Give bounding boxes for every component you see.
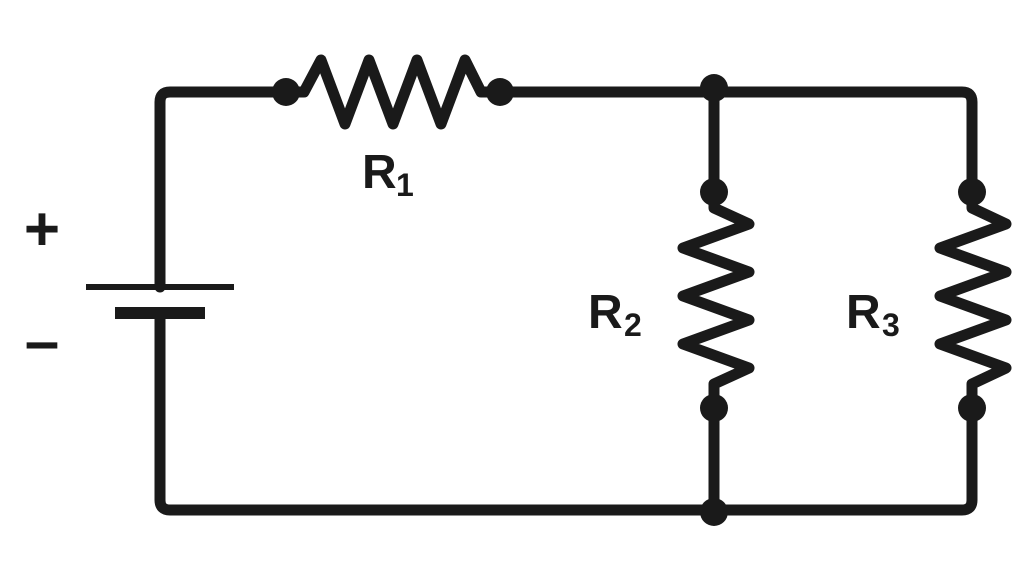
wire-top-right — [494, 86, 978, 198]
label-r1-subscript: 1 — [396, 167, 414, 203]
wire-r3-bottom — [708, 402, 978, 516]
wire-left-top — [154, 86, 292, 293]
label-r1-letter: R — [362, 146, 397, 199]
label-r2: R 2 — [588, 286, 642, 343]
r2-top-terminal-dot — [700, 178, 728, 206]
r3-top-terminal-dot — [958, 178, 986, 206]
label-r1: R 1 — [362, 146, 414, 203]
label-r2-letter: R — [588, 286, 623, 339]
bottom-junction-dot — [700, 498, 728, 526]
wire-left-bottom — [154, 307, 720, 516]
label-r3: R 3 — [846, 286, 900, 343]
battery-negative-symbol: – — [25, 307, 59, 376]
battery — [86, 284, 234, 319]
r3-bottom-terminal-dot — [958, 394, 986, 422]
resistor-r2 — [677, 186, 755, 414]
r1-right-terminal-dot — [486, 78, 514, 106]
battery-positive-symbol: + — [24, 195, 60, 264]
r1-left-terminal-dot — [272, 78, 300, 106]
resistor-r1 — [280, 54, 506, 130]
label-r2-subscript: 2 — [624, 307, 642, 343]
r2-bottom-terminal-dot — [700, 394, 728, 422]
label-r3-subscript: 3 — [882, 307, 900, 343]
resistor-r3 — [934, 186, 1012, 414]
label-r3-letter: R — [846, 286, 881, 339]
top-junction-dot — [700, 74, 728, 102]
